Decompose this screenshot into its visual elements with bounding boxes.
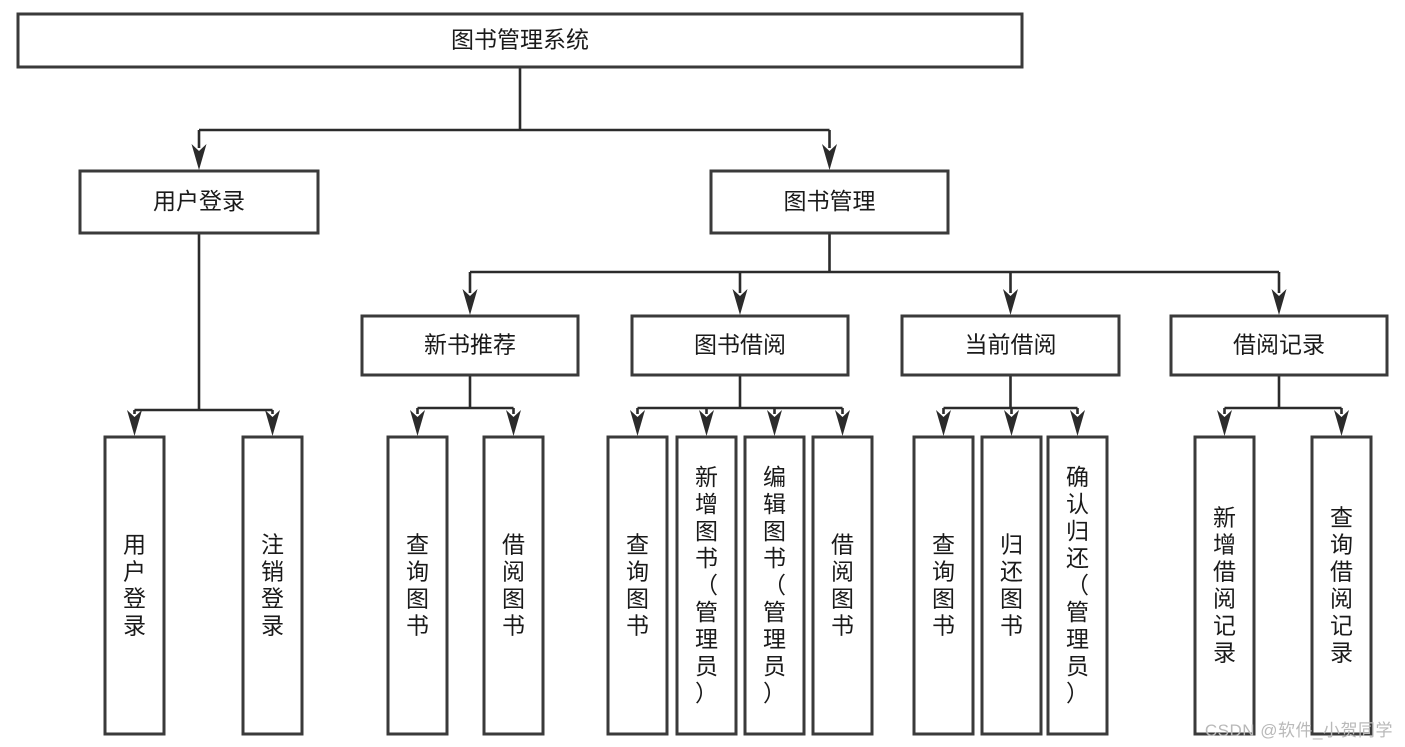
arrow-head-icon	[835, 410, 850, 436]
tree-node-l-add-record[interactable]: 新增借阅记录	[1193, 435, 1256, 736]
nodes-layer: 图书管理系统用户登录图书管理新书推荐图书借阅当前借阅借阅记录用户登录注销登录查询…	[16, 12, 1389, 736]
arrow-head-icon	[506, 410, 521, 436]
node-box	[386, 435, 449, 736]
node-label: 注销登录	[261, 532, 284, 639]
arrow-head-icon	[1271, 289, 1287, 315]
node-box	[241, 435, 304, 736]
node-label: 查询图书	[932, 532, 955, 639]
node-label: 借阅记录	[1233, 332, 1325, 358]
arrow-head-icon	[127, 410, 142, 436]
node-label: 归还图书	[1000, 532, 1023, 639]
tree-node-n-user-login[interactable]: 用户登录	[78, 169, 320, 235]
arrow-head-icon	[1334, 410, 1349, 436]
node-label: 新增借阅记录	[1213, 505, 1236, 666]
arrow-head-icon	[462, 289, 478, 315]
tree-node-l-add-book[interactable]: 新增图书（管理员）	[675, 435, 738, 736]
tree-node-l-edit-book[interactable]: 编辑图书（管理员）	[743, 435, 806, 736]
node-box	[675, 435, 738, 736]
arrow-head-icon	[1217, 410, 1232, 436]
node-label: 查询图书	[406, 532, 429, 639]
watermark-text: CSDN @软件_小贺同学	[1204, 721, 1393, 740]
node-box	[16, 12, 1024, 69]
node-label: 新书推荐	[424, 332, 516, 358]
node-box	[482, 435, 545, 736]
node-label: 图书管理系统	[451, 27, 589, 53]
tree-node-l-query-book-2[interactable]: 查询图书	[606, 435, 669, 736]
tree-node-n-book-mgmt[interactable]: 图书管理	[709, 169, 950, 235]
node-label: 图书借阅	[694, 332, 786, 358]
node-label: 借阅图书	[831, 532, 854, 639]
tree-node-n-current[interactable]: 当前借阅	[900, 314, 1121, 377]
arrow-head-icon	[630, 410, 645, 436]
arrow-head-icon	[1003, 289, 1018, 315]
node-box	[103, 435, 166, 736]
node-box	[78, 169, 320, 235]
node-box	[1046, 435, 1109, 736]
node-label: 用户登录	[153, 188, 245, 214]
tree-node-n-borrow[interactable]: 图书借阅	[630, 314, 850, 377]
node-label: 新增图书（管理员）	[695, 464, 718, 706]
node-label: 用户登录	[123, 532, 146, 639]
node-box	[606, 435, 669, 736]
node-box	[1310, 435, 1373, 736]
tree-node-l-confirm-return[interactable]: 确认归还（管理员）	[1046, 435, 1109, 736]
node-box	[360, 314, 580, 377]
node-box	[709, 169, 950, 235]
arrow-head-icon	[732, 289, 748, 315]
tree-node-l-query-record[interactable]: 查询借阅记录	[1310, 435, 1373, 736]
node-label: 查询借阅记录	[1330, 505, 1353, 666]
node-label: 当前借阅	[965, 332, 1057, 358]
node-box	[980, 435, 1043, 736]
tree-node-n-new-rec[interactable]: 新书推荐	[360, 314, 580, 377]
arrow-head-icon	[767, 410, 782, 436]
tree-node-l-query-book-1[interactable]: 查询图书	[386, 435, 449, 736]
arrow-head-icon	[191, 144, 207, 170]
arrow-head-icon	[822, 144, 837, 170]
node-box	[900, 314, 1121, 377]
node-box	[811, 435, 874, 736]
tree-node-l-borrow-book-1[interactable]: 借阅图书	[482, 435, 545, 736]
tree-node-l-return-book[interactable]: 归还图书	[980, 435, 1043, 736]
tree-node-n-record[interactable]: 借阅记录	[1169, 314, 1389, 377]
tree-node-l-borrow-book-2[interactable]: 借阅图书	[811, 435, 874, 736]
node-label: 确认归还（管理员）	[1066, 464, 1089, 706]
node-box	[743, 435, 806, 736]
node-box	[630, 314, 850, 377]
arrow-head-icon	[699, 410, 714, 436]
node-label: 编辑图书（管理员）	[763, 464, 786, 706]
arrow-head-icon	[1070, 410, 1085, 436]
tree-node-l-logout[interactable]: 注销登录	[241, 435, 304, 736]
node-label: 查询图书	[626, 532, 649, 639]
node-label: 图书管理	[784, 188, 876, 214]
arrow-head-icon	[936, 410, 951, 436]
tree-node-l-query-book-3[interactable]: 查询图书	[912, 435, 975, 736]
node-label: 借阅图书	[502, 532, 525, 639]
node-box	[1193, 435, 1256, 736]
arrow-head-icon	[265, 410, 280, 436]
arrow-head-icon	[410, 410, 425, 436]
edges-layer	[127, 67, 1349, 436]
node-box	[1169, 314, 1389, 377]
node-box	[912, 435, 975, 736]
tree-node-l-user-login[interactable]: 用户登录	[103, 435, 166, 736]
tree-node-root[interactable]: 图书管理系统	[16, 12, 1024, 69]
arrow-head-icon	[1004, 410, 1019, 436]
